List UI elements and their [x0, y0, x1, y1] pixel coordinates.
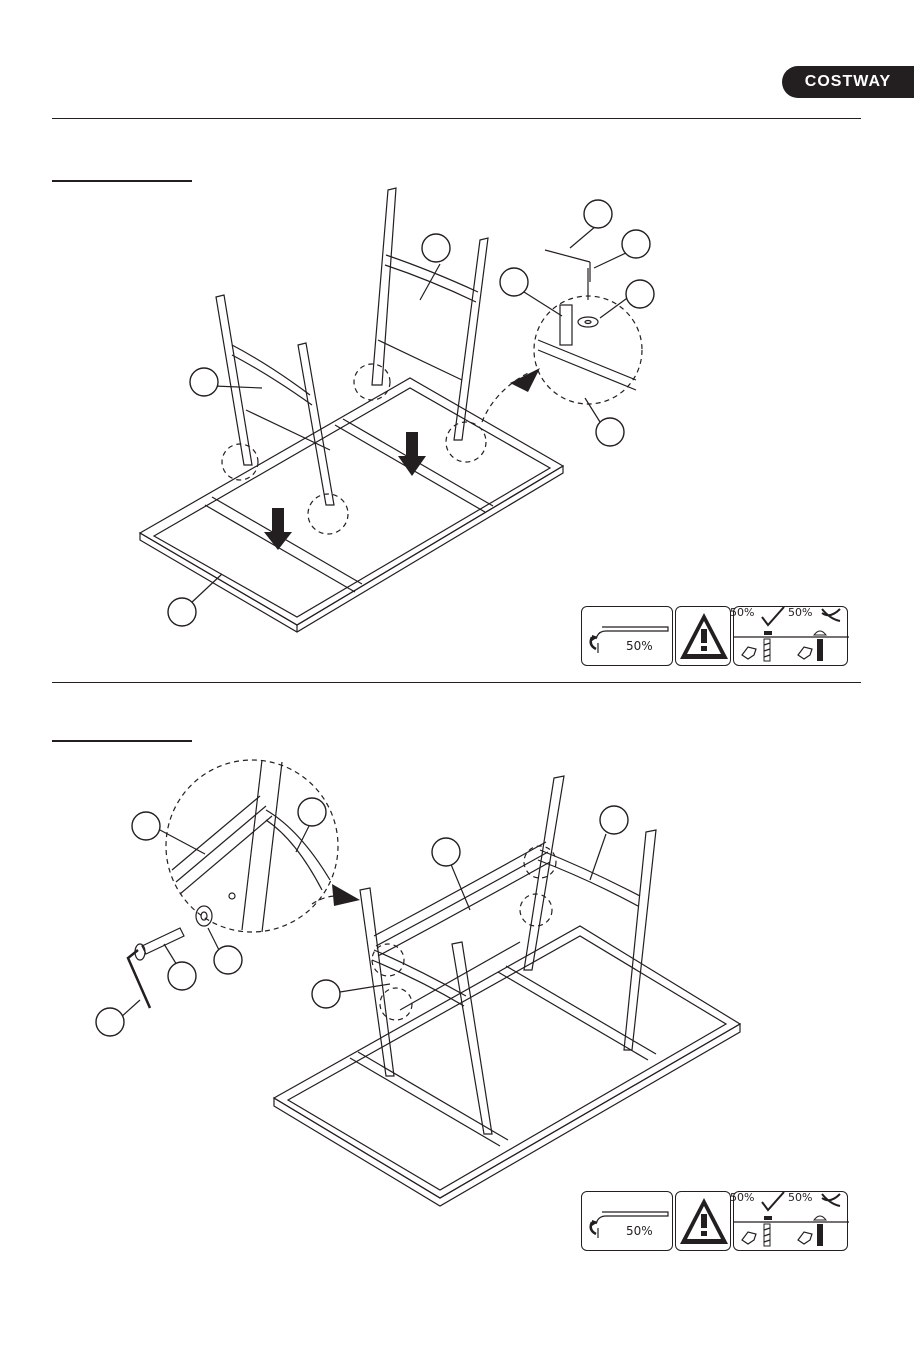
tighten-guide-box: 50% 50%	[733, 1191, 848, 1251]
detail-pointer-arrow	[332, 884, 360, 906]
washer-icon	[196, 906, 212, 926]
hand-icon	[742, 1232, 756, 1244]
allen-key-rotate-icon	[582, 1192, 674, 1252]
detail-contents	[172, 760, 330, 932]
cross-icon	[822, 1194, 840, 1206]
torque-box: 50%	[581, 1191, 673, 1251]
callout-bubble	[214, 946, 242, 974]
hand-icon	[798, 1232, 812, 1244]
table-frame	[274, 926, 740, 1206]
warning-panel: 50% 50%	[581, 1191, 848, 1251]
warning-triangle-box	[675, 1191, 731, 1251]
callout-bubble	[432, 838, 460, 866]
torque-label: 50%	[626, 1224, 653, 1238]
bolt-icon	[135, 928, 184, 960]
callout-bubble	[96, 1008, 124, 1036]
allen-key-icon	[128, 950, 150, 1008]
bad-label: 50%	[788, 1191, 812, 1204]
callout-bubble	[312, 980, 340, 1008]
check-icon	[762, 1192, 784, 1210]
warning-triangle-icon	[676, 1192, 732, 1252]
bolt-icon	[814, 1216, 826, 1246]
callout-bubble	[132, 812, 160, 840]
bolt-icon	[764, 1216, 772, 1246]
callout-bubble	[600, 806, 628, 834]
callout-bubble	[168, 962, 196, 990]
callout-bubble	[298, 798, 326, 826]
